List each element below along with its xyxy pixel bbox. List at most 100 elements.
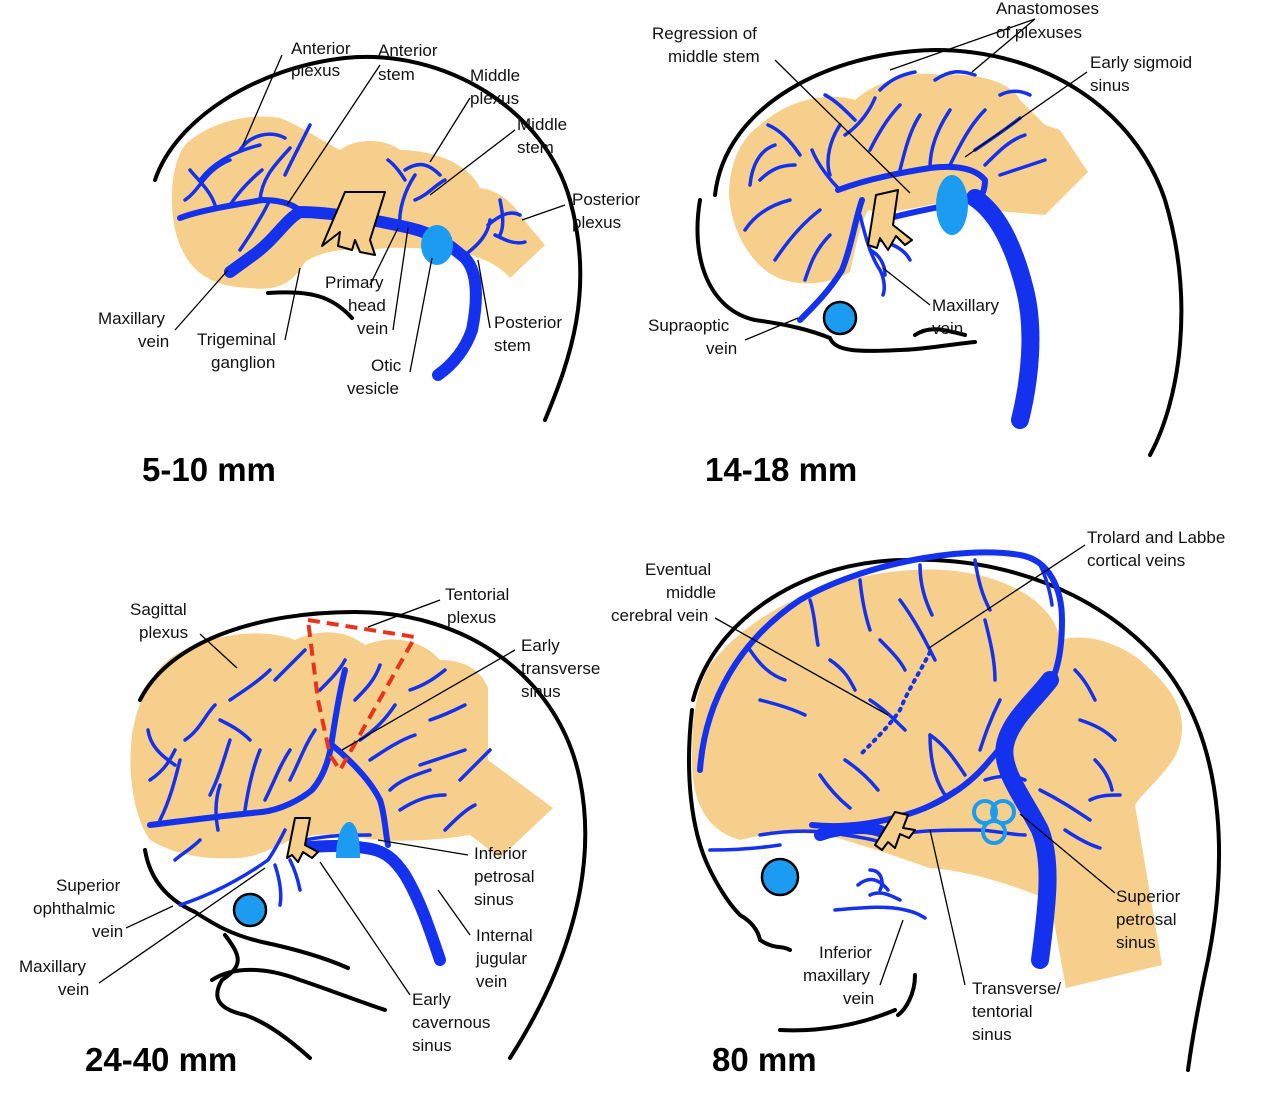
label-maxillary-vein-1: Maxillary bbox=[98, 309, 166, 328]
head-outline-p2 bbox=[695, 48, 1184, 457]
svg-text:Inferior: Inferior bbox=[819, 943, 872, 962]
leaders-p1 bbox=[174, 54, 566, 373]
svg-text:petrosal: petrosal bbox=[1116, 910, 1176, 929]
svg-text:vein: vein bbox=[706, 339, 737, 358]
label-maxillary-vein-p2-2: vein bbox=[932, 319, 963, 338]
label-early-transverse-2: transverse bbox=[521, 659, 600, 678]
svg-text:tentorial: tentorial bbox=[972, 1002, 1032, 1021]
label-posterior-plexus-1: Posterior bbox=[572, 190, 640, 209]
label-primary-head-vein-3: vein bbox=[357, 319, 388, 338]
label-eventual-mcv-1: Eventual bbox=[645, 560, 711, 579]
eye-p3 bbox=[232, 892, 268, 928]
label-sagittal-2: plexus bbox=[139, 623, 188, 642]
svg-text:cerebral vein: cerebral vein bbox=[611, 606, 708, 625]
svg-text:maxillary: maxillary bbox=[803, 966, 871, 985]
svg-text:Anastomoses: Anastomoses bbox=[996, 0, 1099, 18]
svg-text:plexus: plexus bbox=[470, 89, 519, 108]
svg-text:head: head bbox=[348, 296, 386, 315]
svg-text:Superior: Superior bbox=[1116, 887, 1181, 906]
label-maxillary-vein-2: vein bbox=[138, 332, 169, 351]
svg-text:vein: vein bbox=[357, 319, 388, 338]
jaw-outline-p2 bbox=[913, 327, 967, 337]
svg-text:vein: vein bbox=[58, 980, 89, 999]
label-anterior-stem-2: stem bbox=[378, 65, 415, 84]
label-early-cavernous-3: sinus bbox=[412, 1036, 452, 1055]
label-inferior-petrosal-3: sinus bbox=[474, 890, 514, 909]
svg-text:24-40 mm: 24-40 mm bbox=[85, 1041, 237, 1078]
panel-5-10mm: Anterior plexus Anterior stem Middle ple… bbox=[98, 39, 640, 488]
label-middle-stem-1: Middle bbox=[517, 115, 567, 134]
svg-text:vein: vein bbox=[476, 972, 507, 991]
label-superior-petrosal-1: Superior bbox=[1116, 887, 1181, 906]
svg-text:Posterior: Posterior bbox=[494, 313, 562, 332]
panel-14-18mm: Regression of middle stem Anastomoses of… bbox=[648, 0, 1192, 488]
svg-text:sinus: sinus bbox=[474, 890, 514, 909]
veins-p2 bbox=[743, 69, 1047, 429]
label-middle-stem-2: stem bbox=[517, 138, 554, 157]
leaders-p3 bbox=[98, 599, 516, 996]
label-inferior-maxillary-3: vein bbox=[843, 989, 874, 1008]
label-transverse-tentorial-1: Transverse/ bbox=[972, 979, 1061, 998]
svg-text:Maxillary: Maxillary bbox=[19, 957, 87, 976]
label-early-cavernous-2: cavernous bbox=[412, 1013, 490, 1032]
label-superior-ophthalmic-1: Superior bbox=[56, 876, 121, 895]
svg-text:sinus: sinus bbox=[972, 1025, 1012, 1044]
label-anterior-plexus-1: Anterior bbox=[291, 39, 351, 58]
svg-text:sinus: sinus bbox=[521, 682, 561, 701]
label-primary-head-vein-2: head bbox=[348, 296, 386, 315]
svg-text:Inferior: Inferior bbox=[474, 844, 527, 863]
label-otic-vesicle-2: vesicle bbox=[347, 379, 399, 398]
svg-text:stem: stem bbox=[378, 65, 415, 84]
label-supraoptic-2: vein bbox=[706, 339, 737, 358]
svg-text:plexus: plexus bbox=[572, 213, 621, 232]
label-eventual-mcv-2: middle bbox=[666, 583, 716, 602]
labels-p1: Anterior plexus Anterior stem Middle ple… bbox=[98, 39, 640, 398]
svg-text:plexus: plexus bbox=[447, 608, 496, 627]
svg-text:Anterior: Anterior bbox=[291, 39, 351, 58]
label-anterior-stem-1: Anterior bbox=[378, 41, 438, 60]
label-superior-petrosal-3: sinus bbox=[1116, 933, 1156, 952]
trigeminal-ganglion-p3 bbox=[286, 817, 319, 863]
label-internal-jugular-3: vein bbox=[476, 972, 507, 991]
svg-text:80 mm: 80 mm bbox=[712, 1041, 817, 1078]
label-tentorial-2: plexus bbox=[447, 608, 496, 627]
label-eventual-mcv-3: cerebral vein bbox=[611, 606, 708, 625]
svg-text:Middle: Middle bbox=[470, 66, 520, 85]
jaw-outline-p3 bbox=[210, 967, 387, 1012]
svg-text:Supraoptic: Supraoptic bbox=[648, 316, 730, 335]
label-posterior-stem-2: stem bbox=[494, 336, 531, 355]
svg-text:ophthalmic: ophthalmic bbox=[33, 899, 116, 918]
svg-text:vesicle: vesicle bbox=[347, 379, 399, 398]
svg-text:Early sigmoid: Early sigmoid bbox=[1090, 53, 1192, 72]
svg-text:stem: stem bbox=[517, 138, 554, 157]
label-early-cavernous-1: Early bbox=[412, 990, 451, 1009]
svg-text:Anterior: Anterior bbox=[378, 41, 438, 60]
svg-text:sinus: sinus bbox=[412, 1036, 452, 1055]
leaders-p2 bbox=[744, 18, 1088, 341]
label-regression-1: Regression of bbox=[652, 24, 757, 43]
svg-text:Superior: Superior bbox=[56, 876, 121, 895]
svg-text:5-10 mm: 5-10 mm bbox=[142, 451, 276, 488]
label-maxillary-vein-p3-2: vein bbox=[58, 980, 89, 999]
svg-text:ganglion: ganglion bbox=[211, 353, 275, 372]
label-superior-ophthalmic-3: vein bbox=[92, 922, 123, 941]
svg-text:Sagittal: Sagittal bbox=[130, 600, 187, 619]
svg-text:cortical veins: cortical veins bbox=[1087, 551, 1185, 570]
svg-text:Early: Early bbox=[521, 636, 560, 655]
label-superior-ophthalmic-2: ophthalmic bbox=[33, 899, 116, 918]
head-outline-p3 bbox=[138, 610, 588, 1060]
stage-label-5-10mm: 5-10 mm bbox=[142, 451, 276, 488]
svg-text:stem: stem bbox=[494, 336, 531, 355]
labels-p4: Trolard and Labbe cortical veins Eventua… bbox=[611, 528, 1225, 1044]
svg-text:Maxillary: Maxillary bbox=[932, 296, 1000, 315]
svg-text:plexus: plexus bbox=[291, 61, 340, 80]
label-early-sigmoid-1: Early sigmoid bbox=[1090, 53, 1192, 72]
svg-text:Middle: Middle bbox=[517, 115, 567, 134]
label-maxillary-vein-p2-1: Maxillary bbox=[932, 296, 1000, 315]
svg-text:cavernous: cavernous bbox=[412, 1013, 490, 1032]
label-early-transverse-1: Early bbox=[521, 636, 560, 655]
svg-text:vein: vein bbox=[932, 319, 963, 338]
svg-text:Maxillary: Maxillary bbox=[98, 309, 166, 328]
label-posterior-plexus-2: plexus bbox=[572, 213, 621, 232]
brain-tissue-p2 bbox=[729, 73, 1088, 284]
